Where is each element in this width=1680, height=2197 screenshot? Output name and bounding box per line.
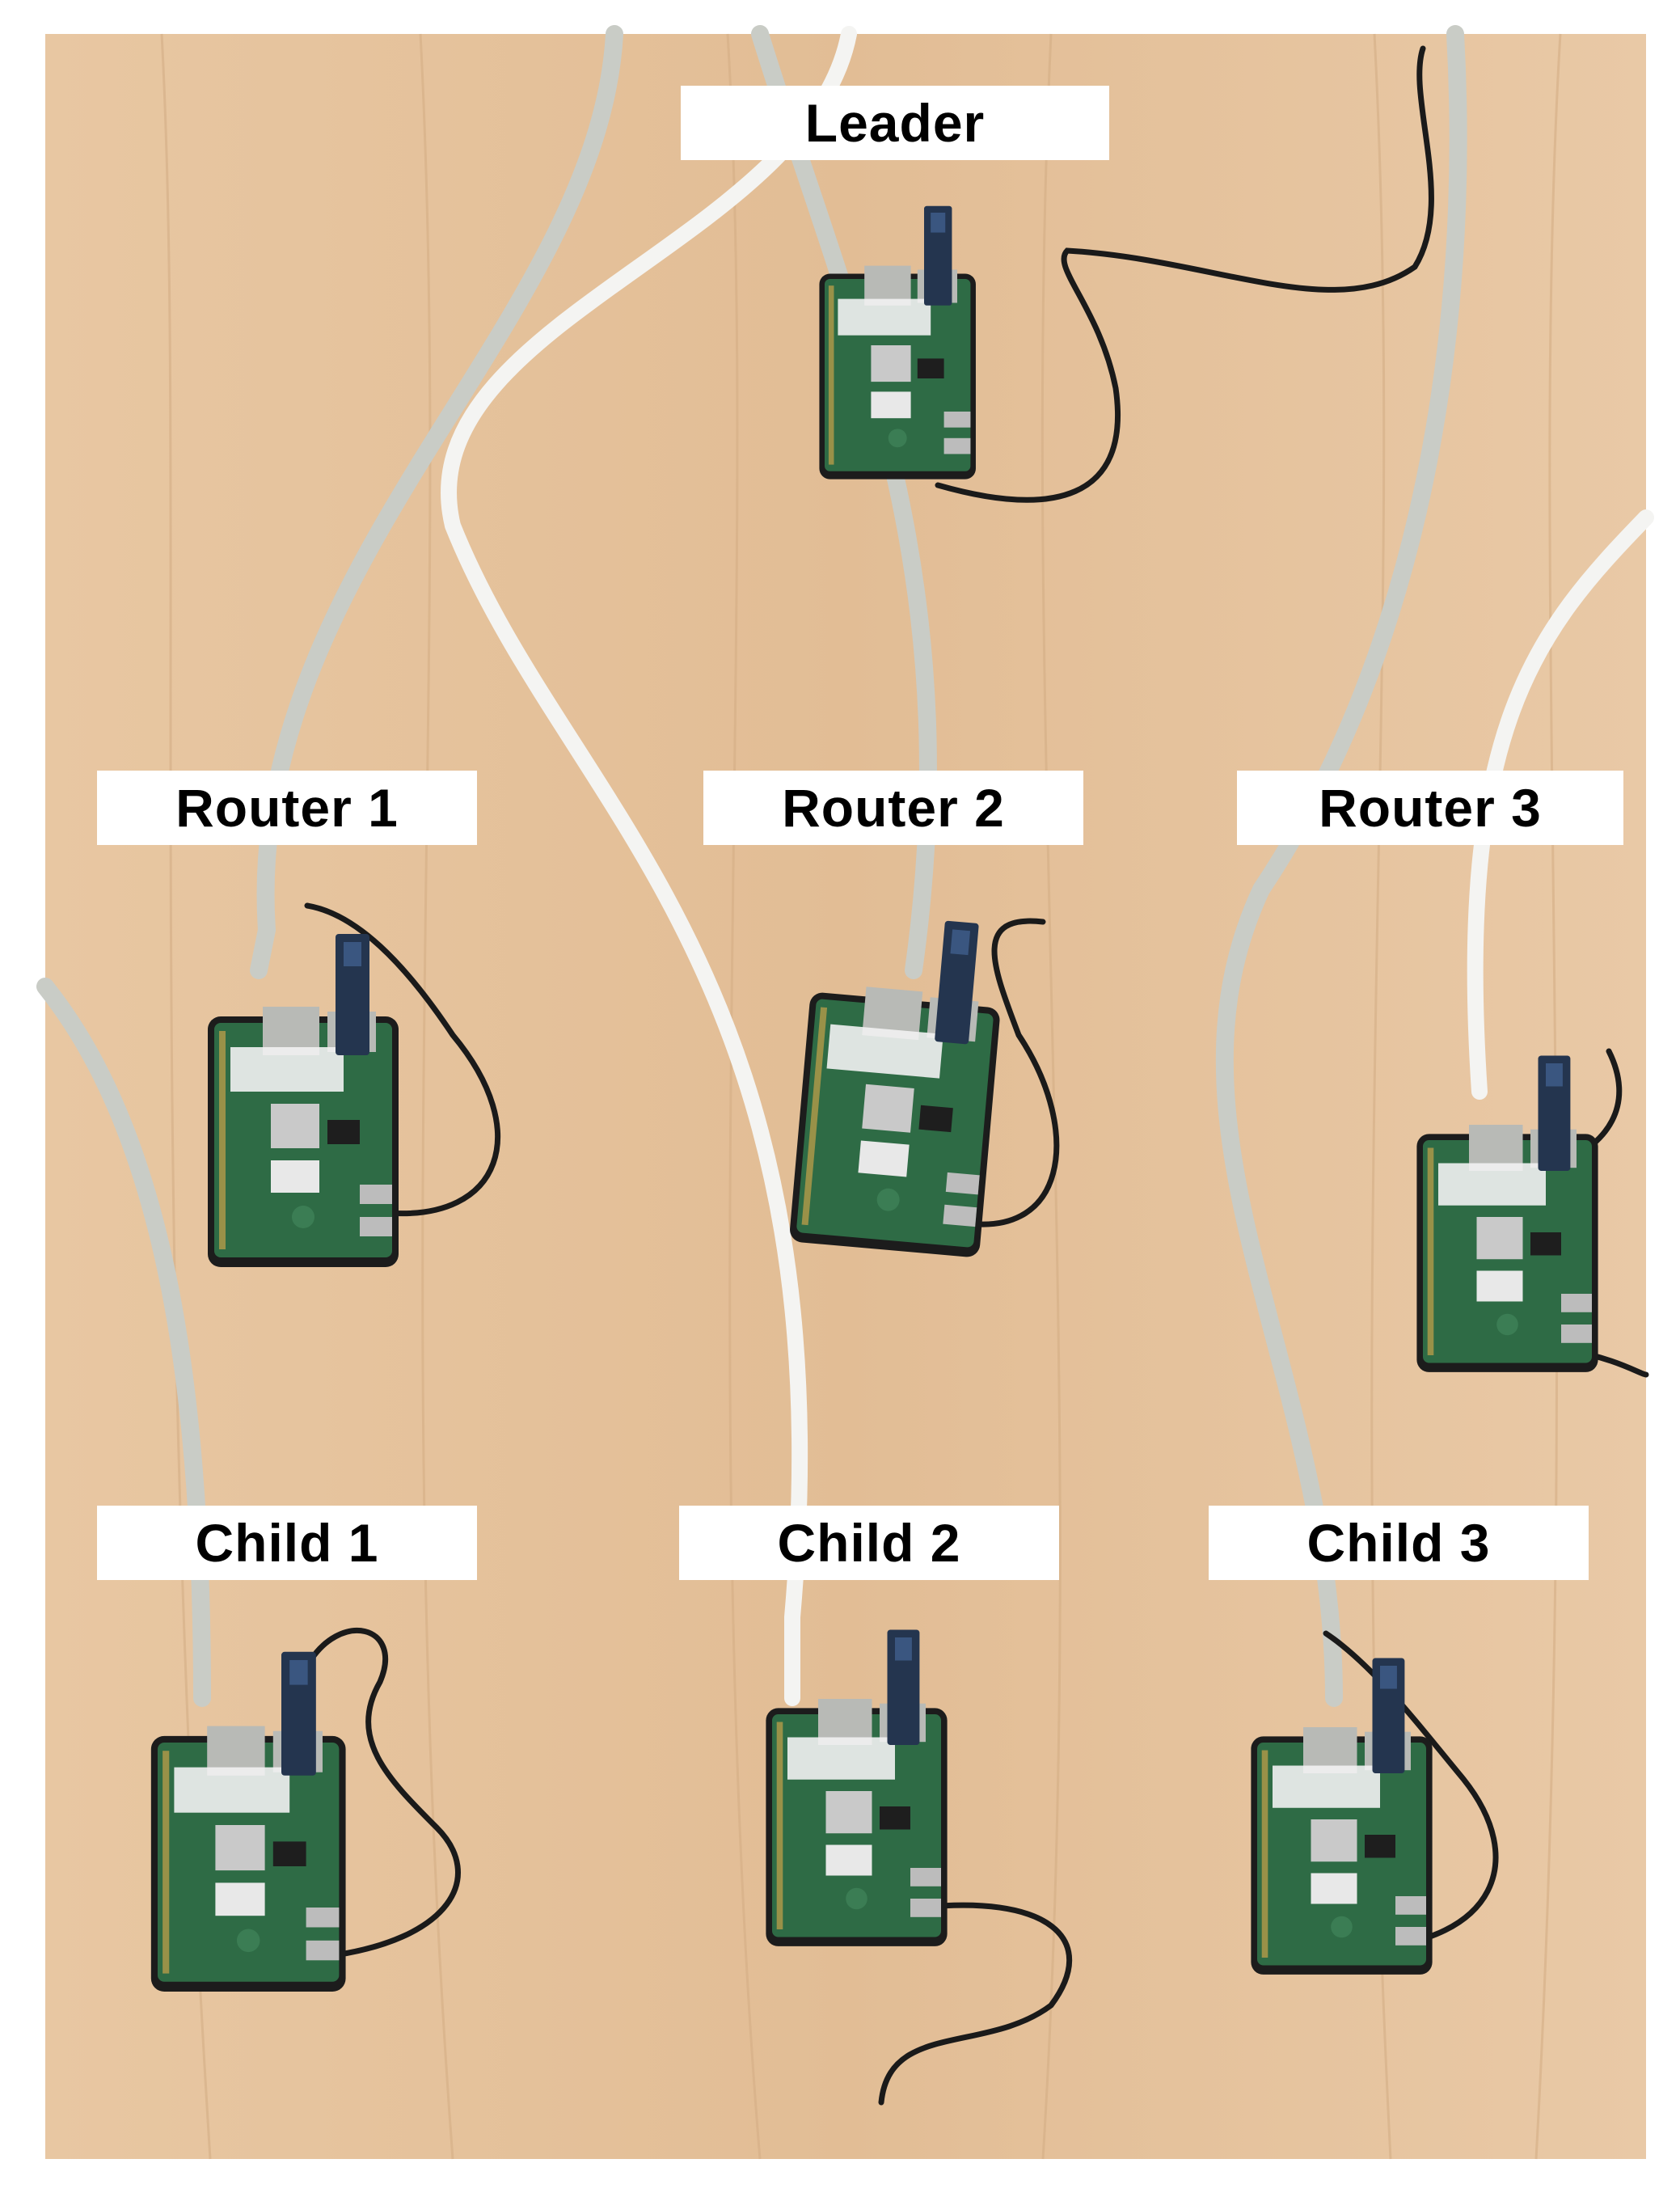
gray-cable [1215,25,1467,1707]
black-cable [951,918,1060,1227]
black-cable [878,1902,1073,2106]
child1-label: Child 1 [97,1506,477,1580]
black-cable [935,45,1434,503]
leader-label: Leader [681,86,1109,160]
black-cable [304,1627,461,1960]
router3-label: Router 3 [1237,771,1623,845]
router2-label: Router 2 [703,771,1083,845]
white-cable [1467,509,1654,1100]
child3-label: Child 3 [1209,1506,1589,1580]
child2-label: Child 2 [679,1506,1059,1580]
white-cable [441,26,857,1706]
router1-label: Router 1 [97,771,477,845]
black-cable [304,902,501,1217]
